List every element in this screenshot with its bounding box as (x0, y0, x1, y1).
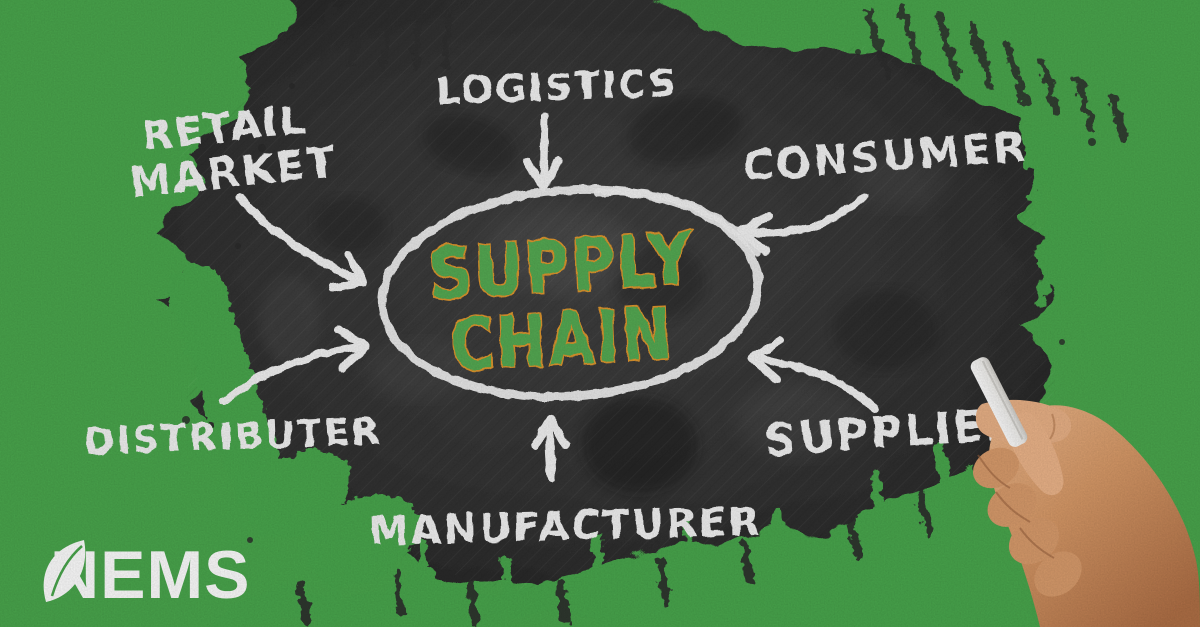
supply-chain-illustration: SUPPLY CHAIN LOGISTICS RETAIL MARKET CON… (0, 0, 1200, 627)
supply-chain-banner: SUPPLY CHAIN LOGISTICS RETAIL MARKET CON… (0, 0, 1200, 627)
texture-grain-overlay (0, 0, 1200, 627)
